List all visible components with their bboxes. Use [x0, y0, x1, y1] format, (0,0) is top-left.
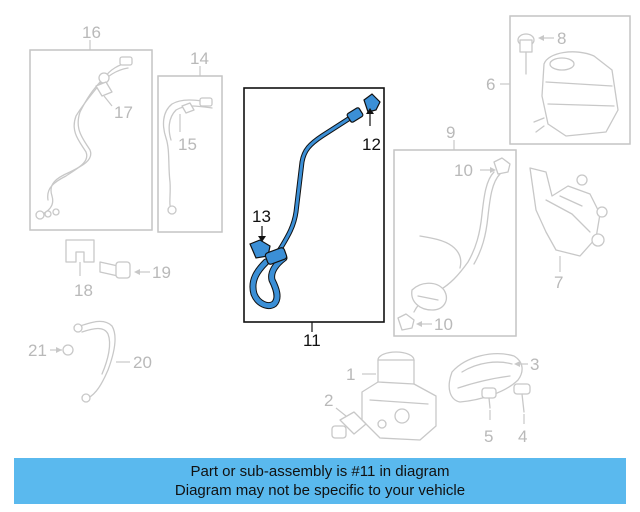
group-11-box [243, 87, 385, 323]
part-3: 3 [448, 353, 539, 403]
part-1: 1 [346, 351, 437, 441]
clip-10-bottom-icon [397, 313, 415, 331]
callout-9: 9 [446, 123, 455, 142]
hose-11 [263, 115, 353, 265]
bolt-19-icon [99, 261, 119, 277]
bolt-5-icon [481, 387, 497, 399]
clip-13-icon [249, 239, 271, 259]
callout-6: 6 [486, 75, 495, 94]
banner-line-1: Part or sub-assembly is #11 in diagram [190, 463, 450, 480]
reservoir-tank [541, 51, 619, 137]
callout-2: 2 [324, 391, 333, 410]
callout-1: 1 [346, 365, 355, 384]
group-11: 11 12 13 [243, 87, 385, 350]
callout-13: 13 [252, 207, 271, 226]
clip-21-icon [62, 344, 74, 356]
callout-16: 16 [82, 23, 101, 42]
part-20: 20 [73, 320, 152, 403]
part-2: 2 [324, 391, 367, 439]
callout-12: 12 [362, 135, 381, 154]
callout-17: 17 [114, 103, 133, 122]
group-6: 6 8 [486, 15, 631, 145]
callout-10-top: 10 [454, 161, 473, 180]
hose-14 [162, 99, 213, 211]
bolt-4-icon [513, 383, 531, 395]
callout-5: 5 [484, 427, 493, 446]
callout-21: 21 [28, 341, 47, 360]
info-banner: Part or sub-assembly is #11 in diagram D… [14, 458, 626, 504]
bracket-7 [529, 167, 601, 257]
group-14: 14 15 [157, 49, 223, 233]
callout-10-bottom: 10 [434, 315, 453, 334]
part-7: 7 [529, 167, 608, 292]
callout-7: 7 [554, 273, 563, 292]
group-9: 9 10 10 [393, 123, 517, 337]
callout-18: 18 [74, 281, 93, 300]
callout-20: 20 [133, 353, 152, 372]
hose-20 [79, 320, 116, 399]
heat-shield-3 [448, 353, 523, 403]
callout-15: 15 [178, 135, 197, 154]
group-16: 16 17 [29, 23, 153, 231]
clip-17-icon [95, 81, 113, 97]
sensor-2-icon [339, 411, 367, 435]
part-5: 5 [481, 387, 497, 446]
callout-11: 11 [303, 331, 321, 350]
part-4: 4 [513, 383, 531, 446]
callout-19: 19 [152, 263, 171, 282]
clip-10-top-icon [493, 157, 511, 175]
callout-8: 8 [557, 29, 566, 48]
clip-18-icon [65, 239, 95, 263]
part-18: 18 [65, 239, 95, 300]
part-19: 19 [99, 261, 171, 282]
hose-16 [39, 61, 133, 216]
part-21: 21 [28, 341, 74, 360]
callout-14: 14 [190, 49, 209, 68]
banner-line-2: Diagram may not be specific to your vehi… [174, 482, 466, 499]
callout-4: 4 [518, 427, 527, 446]
parts-diagram: 16 17 14 15 11 [28, 15, 631, 446]
callout-3: 3 [530, 355, 539, 374]
clip-12-icon [363, 93, 381, 113]
